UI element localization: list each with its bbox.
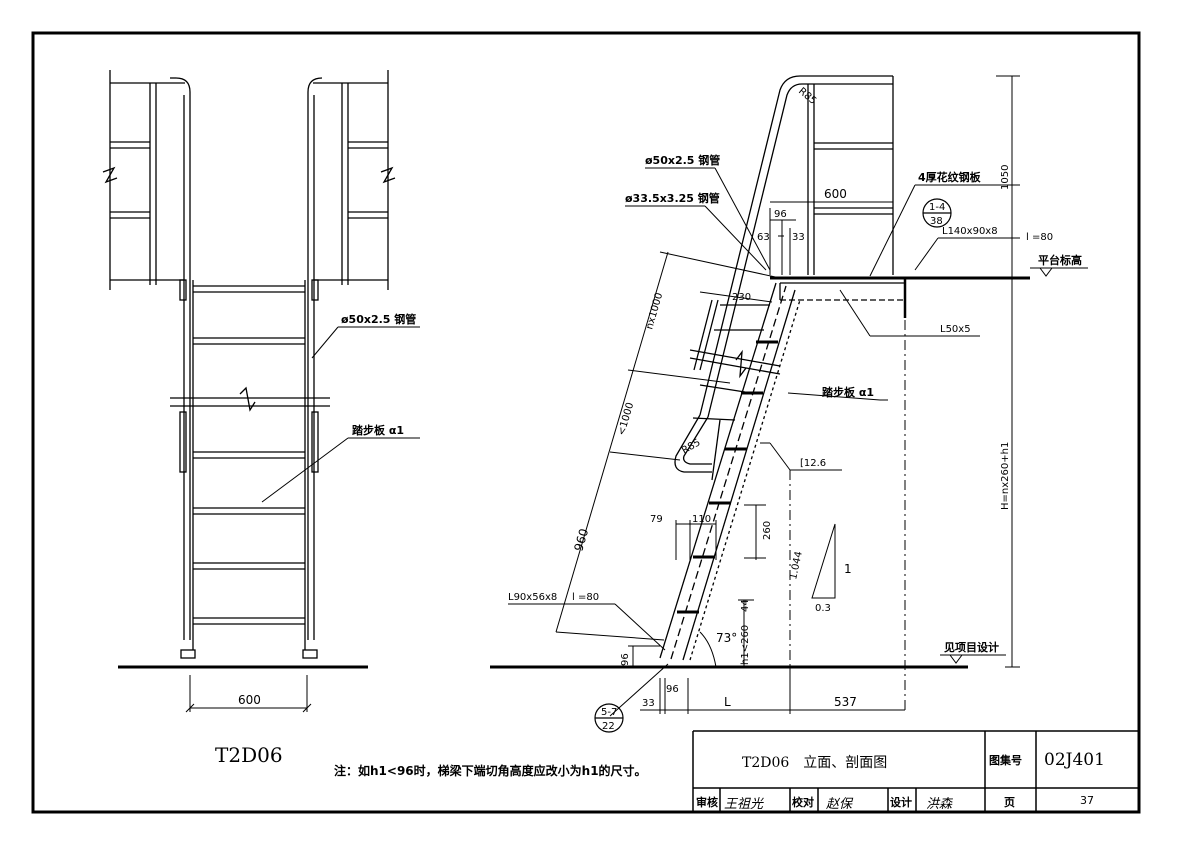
section-step-label: 踏步板 α1 <box>822 385 874 399</box>
dim-230: 230 <box>732 292 751 303</box>
front-leaders <box>185 326 420 713</box>
dim-79: 79 <box>650 514 663 525</box>
front-view-title: T2D06 <box>215 743 283 767</box>
slope-one: 1 <box>844 562 852 576</box>
dim-33-bot: 33 <box>642 698 655 709</box>
title-block-page-label: 页 <box>1004 796 1015 809</box>
section-h1-label: h1<260 <box>740 625 751 665</box>
section-height-label: H=nx260+h1 <box>1000 442 1011 510</box>
section-angle-bottom-label: L90x56x8 <box>508 592 557 603</box>
title-block-title: T2D06 立面、剖面图 <box>742 755 888 771</box>
callout-top-upper: 1-4 <box>929 202 945 213</box>
title-block-design-sign: 洪森 <box>926 797 953 812</box>
dim-r85-top: R85 <box>796 86 818 107</box>
dim-110: 110 <box>692 514 711 525</box>
sheet-border <box>31 31 1141 814</box>
section-pipe2-label: ø33.5x3.25 钢管 <box>625 191 720 205</box>
title-block-design-label: 设计 <box>890 796 912 809</box>
section-plate-label: 4厚花纹钢板 <box>918 170 982 184</box>
slope-horizontal: 0.3 <box>815 603 831 614</box>
title-block-atlas-code: 02J401 <box>1044 750 1105 770</box>
title-block-review-label: 审核 <box>696 796 718 809</box>
dim-1050: 1050 <box>1000 165 1011 190</box>
callout-bottom-upper: 5-7 <box>601 707 617 718</box>
title-block-page-number: 37 <box>1080 794 1094 807</box>
dim-angle: 73° <box>716 631 737 645</box>
section-angle-small-label: L50x5 <box>940 324 971 335</box>
dim-n1000: nx1000 <box>644 292 665 331</box>
section-l80-top-label: l =80 <box>1026 232 1053 243</box>
dim-L: L <box>724 695 731 709</box>
dim-96-top: 96 <box>774 209 787 220</box>
title-block-review-sign: 王祖光 <box>724 797 764 812</box>
dim-96-side: 96 <box>620 653 631 666</box>
dim-44: 44 <box>740 599 751 612</box>
dim-r85-mid: R85 <box>680 437 703 456</box>
section-pipe1-label: ø50x2.5 钢管 <box>645 153 720 167</box>
section-view <box>659 75 1030 661</box>
dim-lt1000: <1000 <box>616 401 636 437</box>
section-callouts <box>594 198 952 733</box>
callout-bottom-lower: 22 <box>602 721 615 732</box>
section-channel-label: [12.6 <box>800 458 826 469</box>
front-view <box>102 70 396 659</box>
section-angle-top-label: L140x90x8 <box>942 226 998 237</box>
slope-vertical: 1.044 <box>788 550 805 580</box>
section-platform-label: 平台标高 <box>1038 253 1082 267</box>
dim-960: 960 <box>571 527 591 553</box>
dim-537: 537 <box>834 695 857 709</box>
section-dimensions <box>508 75 1088 717</box>
title-block-atlas-label: 图集号 <box>989 754 1022 767</box>
dim-260: 260 <box>762 521 773 540</box>
front-step-label: 踏步板 α1 <box>352 423 404 437</box>
title-block <box>692 730 1139 812</box>
dim-600: 600 <box>824 187 847 201</box>
section-see-project-label: 见项目设计 <box>944 640 999 654</box>
drawing-note: 注：如h1<96时，梯梁下端切角高度应改小为h1的尺寸。 <box>334 764 647 778</box>
dim-96-bot: 96 <box>666 684 679 695</box>
dim-33-top: 33 <box>792 232 805 243</box>
front-pipe-label: ø50x2.5 钢管 <box>341 312 416 326</box>
front-width-dim: 600 <box>238 693 261 707</box>
callout-top-lower: 38 <box>930 216 943 227</box>
dim-63: 63 <box>757 232 770 243</box>
section-l80-bottom-label: l =80 <box>572 592 599 603</box>
title-block-check-sign: 赵保 <box>826 797 853 812</box>
title-block-check-label: 校对 <box>792 796 814 809</box>
